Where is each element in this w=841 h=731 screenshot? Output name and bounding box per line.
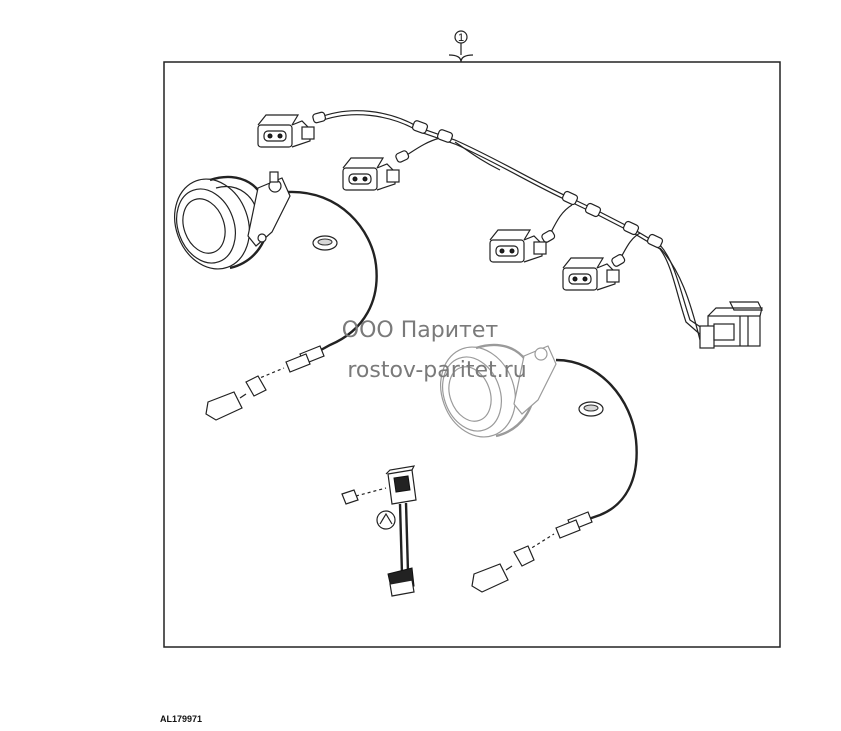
work-lamp-left [174,171,291,270]
connector-upper-middle [342,157,400,191]
figure-code: AL179971 [160,714,202,724]
watermark-line-1: ООО Паритет [342,318,499,343]
work-lamp-right [440,343,557,438]
grommet-left [312,235,338,251]
callout-1: 1 [448,30,474,63]
lamp-cable-right [555,358,638,524]
kit-frame [163,61,781,648]
relay-connector [699,301,763,349]
connector-lower-left [489,229,547,263]
connector-lower-right [562,257,620,291]
grommet-right [578,401,604,417]
connector-upper-left [257,114,315,148]
terminal-set-right [471,511,593,593]
rocker-switch [341,465,417,597]
watermark-line-2: rostov-paritet.ru [347,358,526,383]
wiring-harness [312,110,706,341]
terminal-set-left [205,345,325,421]
callout-number: 1 [458,32,464,44]
lamp-cable-left [287,190,378,358]
